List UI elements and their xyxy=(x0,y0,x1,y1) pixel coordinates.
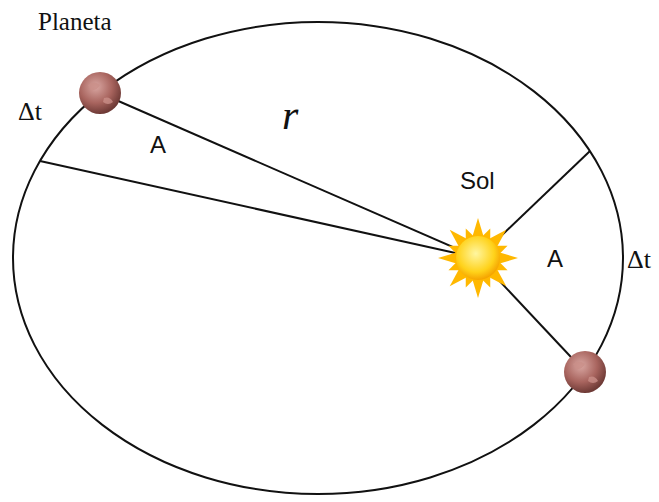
planet-symbol xyxy=(79,72,121,114)
sun-label: Sol xyxy=(460,168,495,194)
time-interval-label: Δt xyxy=(18,98,42,127)
orbit-ellipse xyxy=(13,22,623,494)
area-label: A xyxy=(547,246,563,272)
planet-symbol xyxy=(564,351,606,393)
planet-label: Planeta xyxy=(38,8,112,36)
area-label: A xyxy=(150,132,166,158)
radius-label: r xyxy=(282,92,298,138)
time-interval-label: Δt xyxy=(627,246,651,275)
radius-lines xyxy=(40,93,590,372)
sun-symbol xyxy=(438,218,518,298)
